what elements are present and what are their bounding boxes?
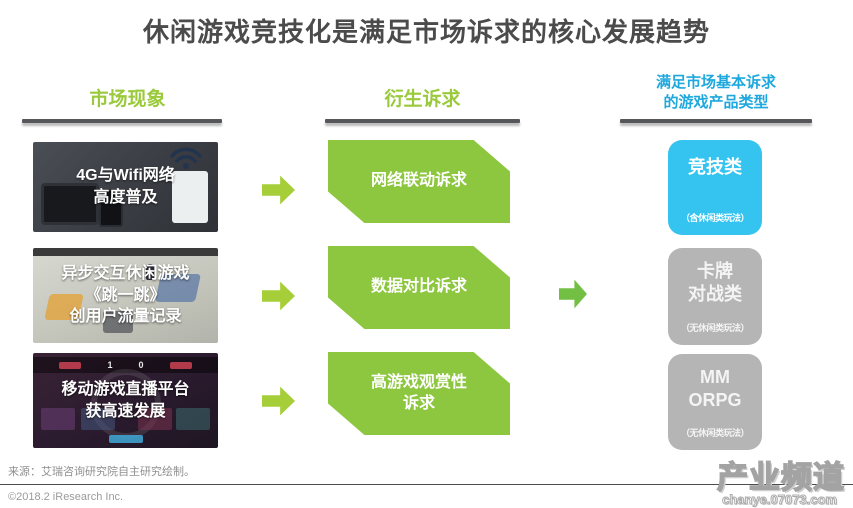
demand-network-linkage: 网络联动诉求 <box>328 140 510 223</box>
right-arrow-icon <box>262 281 295 311</box>
photo-caption: 异步交互休闲游戏 《跳一跳》 创用户流量记录 <box>33 248 218 343</box>
demand-line: 诉求 <box>402 394 435 412</box>
score-right: 0 <box>138 360 144 370</box>
product-name-line: MM <box>700 367 730 387</box>
product-name: 卡牌 对战类 <box>668 260 762 307</box>
caption-line: 《跳一跳》 <box>85 286 166 304</box>
photo-jump-game: 异步交互休闲游戏 《跳一跳》 创用户流量记录 <box>33 248 218 343</box>
right-arrow-icon <box>559 279 587 309</box>
demand-data-comparison: 数据对比诉求 <box>328 246 510 329</box>
header-underline <box>620 119 812 123</box>
product-note: （含休闲类玩法） <box>680 213 750 223</box>
team-tag-shape <box>169 361 192 369</box>
demand-watchability: 高游戏观赏性 诉求 <box>328 352 510 435</box>
demand-line: 高游戏观赏性 <box>370 373 467 391</box>
page-title: 休闲游戏竞技化是满足市场诉求的核心发展趋势 <box>142 17 710 47</box>
column-header-product-types: 满足市场基本诉求 的游戏产品类型 <box>620 73 812 114</box>
game-piece-shape <box>146 264 154 280</box>
caption-line: 4G与Wifi网络 <box>76 167 175 185</box>
column-header-line2: 的游戏产品类型 <box>663 94 769 112</box>
game-block-shape <box>103 311 133 333</box>
team-tag-shape <box>59 361 82 369</box>
header-underline <box>22 119 222 123</box>
caption-line: 移动游戏直播平台 <box>61 380 190 398</box>
stream-thumb-shape <box>81 408 115 430</box>
product-name-line: 卡牌 <box>697 261 733 281</box>
tablet-shape <box>41 183 99 225</box>
product-name-line: ORPG <box>688 390 742 411</box>
score-left: 1 <box>107 360 113 370</box>
column-header-market-phenomena: 市场现象 <box>89 89 166 110</box>
watermark-logo: 产业频道 chanye.07073.com <box>683 456 851 508</box>
demand-line: 数据对比诉求 <box>370 278 467 296</box>
product-note: （无休闲类玩法） <box>680 428 750 438</box>
caption-line: 创用户流量记录 <box>69 308 182 326</box>
caption-line: 异步交互休闲游戏 <box>61 265 190 283</box>
watermark-url: chanye.07073.com <box>722 492 838 508</box>
product-name-line: 对战类 <box>688 284 742 305</box>
product-name: 竞技类 <box>668 156 762 179</box>
copyright-text: ©2018.2 iResearch Inc. <box>8 491 124 503</box>
phone-shape <box>99 189 123 227</box>
column-header-line1: 满足市场基本诉求 <box>655 74 776 91</box>
watermark-title: 产业频道 <box>716 459 845 496</box>
stream-thumb-shape <box>176 408 210 430</box>
product-name-line: 竞技类 <box>688 157 742 177</box>
stream-thumb-shape <box>138 408 172 430</box>
product-card-battle: 卡牌 对战类 （无休闲类玩法） <box>668 248 762 345</box>
right-arrow-icon <box>262 175 295 205</box>
statusbar-shape <box>33 248 218 256</box>
right-arrow-icon <box>262 386 295 416</box>
product-mmorpg: MM ORPG （无休闲类玩法） <box>668 354 762 450</box>
stream-thumb-shape <box>41 408 75 430</box>
router-card-shape <box>172 171 208 223</box>
header-underline <box>325 119 520 123</box>
play-button-shape <box>108 435 143 443</box>
footer-divider <box>0 484 853 485</box>
product-name: MM ORPG <box>668 366 762 413</box>
product-competitive: 竞技类 （含休闲类玩法） <box>668 140 762 235</box>
source-note: 来源：艾瑞咨询研究院自主研究绘制。 <box>8 466 195 478</box>
scoreboard-shape: 1 0 <box>33 357 218 373</box>
caption-line: 高度普及 <box>93 189 158 206</box>
photo-4g-wifi: 4G与Wifi网络 高度普及 <box>33 142 218 232</box>
product-note: （无休闲类玩法） <box>680 323 750 333</box>
column-header-derived-demands: 衍生诉求 <box>384 89 461 110</box>
photo-caption: 移动游戏直播平台 获高速发展 <box>33 353 218 448</box>
photo-live-streaming: 1 0 移动游戏直播平台 获高速发展 <box>33 353 218 448</box>
demand-line: 网络联动诉求 <box>370 172 467 190</box>
photo-caption: 4G与Wifi网络 高度普及 <box>33 142 218 232</box>
wifi-icon <box>170 147 202 169</box>
caption-line: 获高速发展 <box>85 402 166 420</box>
